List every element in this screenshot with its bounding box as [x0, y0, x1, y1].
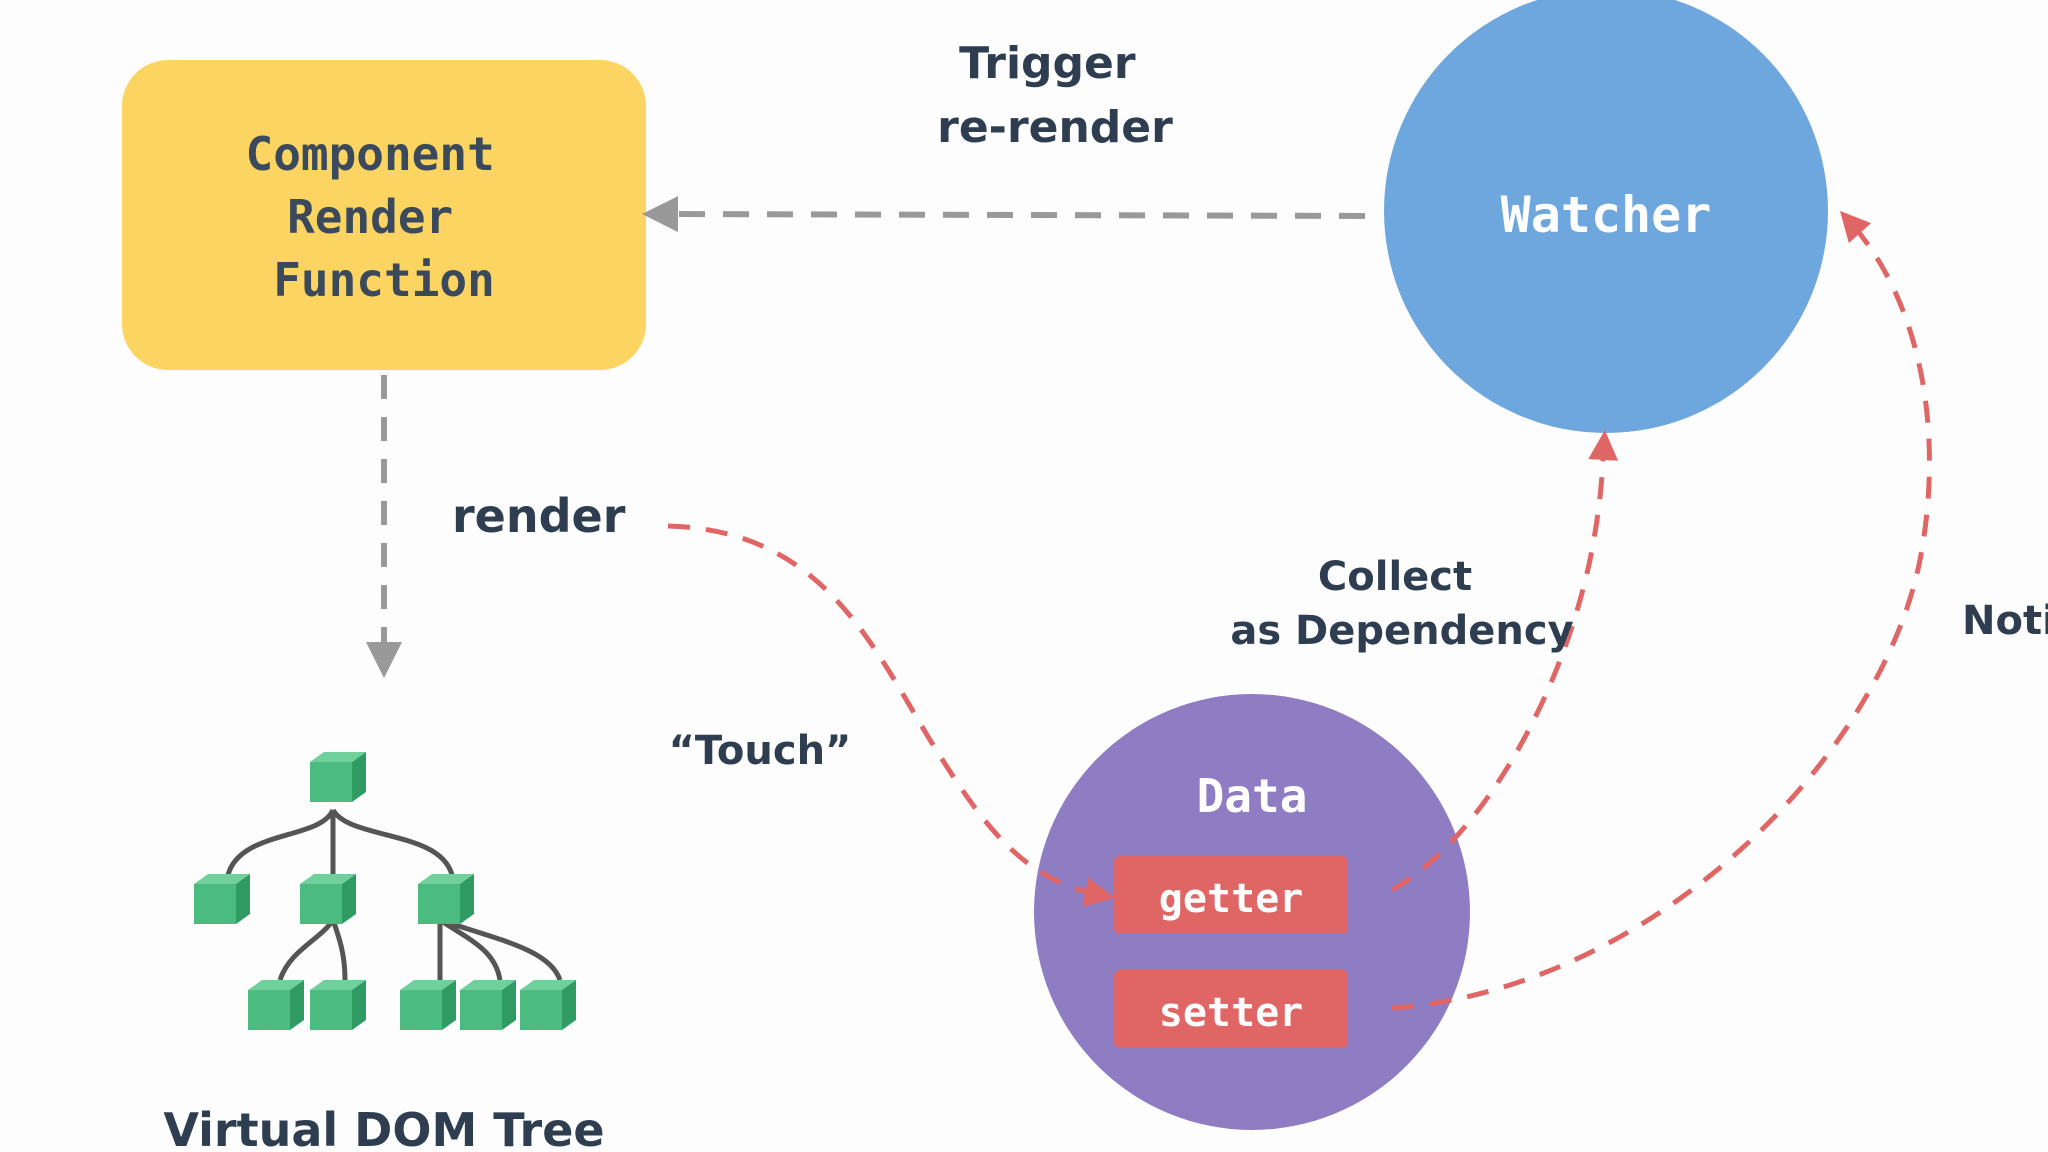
trigger-rerender-arrow — [642, 196, 1366, 233]
watcher-circle — [1384, 0, 1828, 433]
virtual-dom-tree-graphic — [225, 808, 563, 981]
render-label: render — [452, 489, 626, 543]
trigger-label-line-1: Trigger — [959, 38, 1136, 89]
vdom-node-root — [310, 752, 366, 802]
collect-label-line-2: as Dependency — [1230, 608, 1573, 654]
vdom-node-l2-e — [520, 980, 576, 1030]
touch-label: “Touch” — [669, 728, 852, 774]
vdom-node-l1-a — [194, 874, 250, 924]
collect-label-line-1: Collect — [1318, 554, 1472, 600]
trigger-label-line-2: re-render — [937, 102, 1173, 153]
svg-text:Component Render Funct: Component Render Function — [246, 127, 523, 307]
vdom-tree-label: Virtual DOM Tree — [163, 1103, 604, 1152]
component-line-1: Component — [246, 127, 495, 181]
collect-dependency-arrow — [1390, 430, 1619, 893]
vdom-node-l1-b — [300, 874, 356, 924]
notify-arrow — [1391, 210, 1932, 1011]
vdom-node-l2-a — [248, 980, 304, 1030]
component-line-3: Function — [273, 253, 495, 307]
getter-pill — [1114, 856, 1348, 934]
svg-text:Collect as Dependency: Collect as Dependency — [1230, 554, 1573, 654]
touch-arrow — [667, 523, 1115, 907]
component-render-function-box — [122, 60, 646, 370]
svg-text:Trigger re-render: Trigger re-render — [937, 38, 1173, 153]
data-label: Data — [1197, 769, 1308, 823]
watcher-label: Watcher — [1501, 186, 1712, 244]
vdom-node-l2-b — [310, 980, 366, 1030]
notify-label: Noti — [1962, 598, 2048, 644]
vdom-node-l2-d — [460, 980, 516, 1030]
component-line-2: Render — [287, 190, 453, 244]
setter-pill — [1114, 970, 1348, 1048]
vdom-node-l2-c — [400, 980, 456, 1030]
vdom-node-l1-c — [418, 874, 474, 924]
getter-label: getter — [1159, 876, 1304, 922]
setter-label: setter — [1159, 990, 1304, 1036]
